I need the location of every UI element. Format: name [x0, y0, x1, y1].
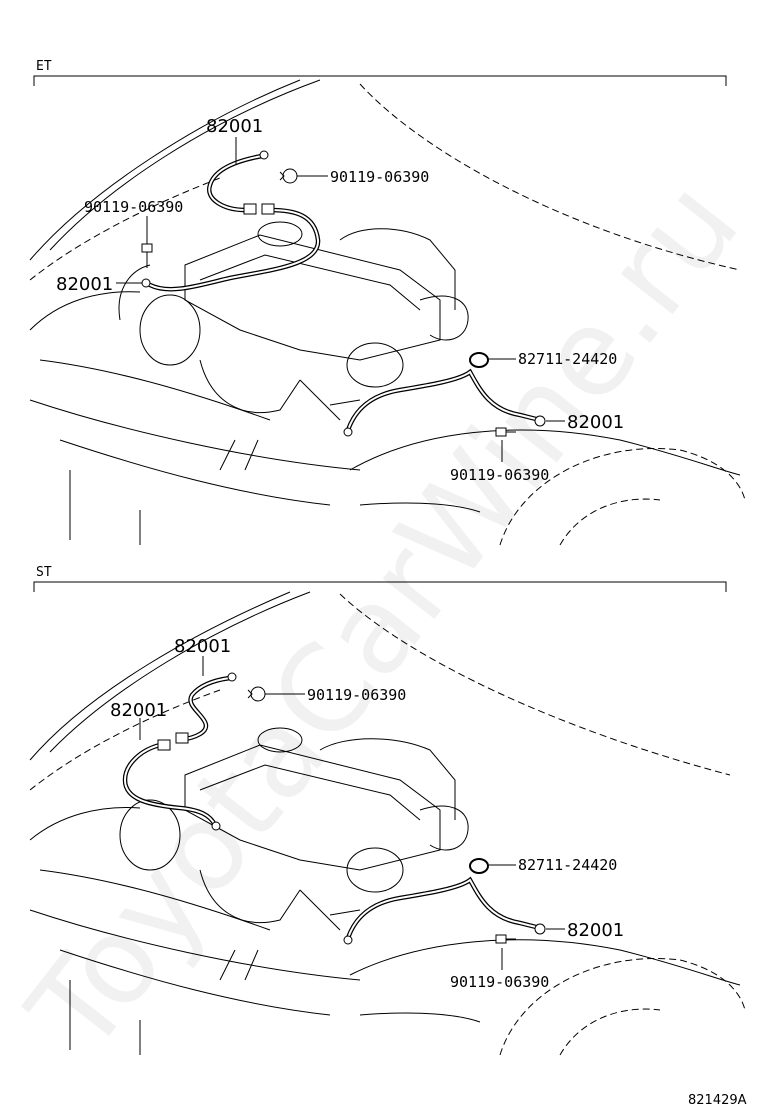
callout-bolt-left: 90119-06390	[84, 198, 183, 216]
callout-sensor-left: 82001	[56, 274, 113, 295]
sensor-wires-st	[122, 672, 546, 945]
callout-clamp: 82711-24420	[518, 856, 617, 874]
callout-sensor-left: 82001	[110, 700, 167, 721]
callout-bolt-right: 90119-06390	[330, 168, 429, 186]
callout-bolt-right: 90119-06390	[307, 686, 406, 704]
section-bracket-st	[33, 581, 727, 592]
sensor-wires-et	[141, 150, 546, 437]
figure-id: 821429A	[688, 1093, 747, 1108]
car-outline-st	[29, 591, 746, 1056]
clamp-icon	[469, 858, 489, 874]
callout-clamp: 82711-24420	[518, 350, 617, 368]
callout-sensor-right: 82001	[567, 412, 624, 433]
section-et: ET	[29, 59, 746, 546]
callout-sensor-top: 82001	[174, 636, 231, 657]
callout-bolt-bottom: 90119-06390	[450, 973, 549, 991]
section-st: ST	[29, 565, 746, 1056]
bolt-icon	[247, 686, 266, 702]
section-title-st: ST	[36, 565, 52, 580]
callout-sensor-top: 82001	[206, 116, 263, 137]
watermark: ToyotaCarWine.ru	[3, 156, 760, 1078]
bolt-icon	[279, 168, 298, 184]
callout-sensor-right: 82001	[567, 920, 624, 941]
bolt-icon	[495, 934, 516, 944]
engine-block-st	[119, 727, 469, 931]
engine-block-et	[118, 221, 469, 421]
clamp-icon	[469, 352, 489, 368]
callout-bolt-bottom: 90119-06390	[450, 466, 549, 484]
bolt-icon	[141, 243, 153, 268]
section-bracket-et	[33, 75, 727, 86]
bolt-icon	[495, 427, 516, 437]
car-outline-et	[29, 79, 746, 546]
section-title-et: ET	[36, 59, 52, 74]
